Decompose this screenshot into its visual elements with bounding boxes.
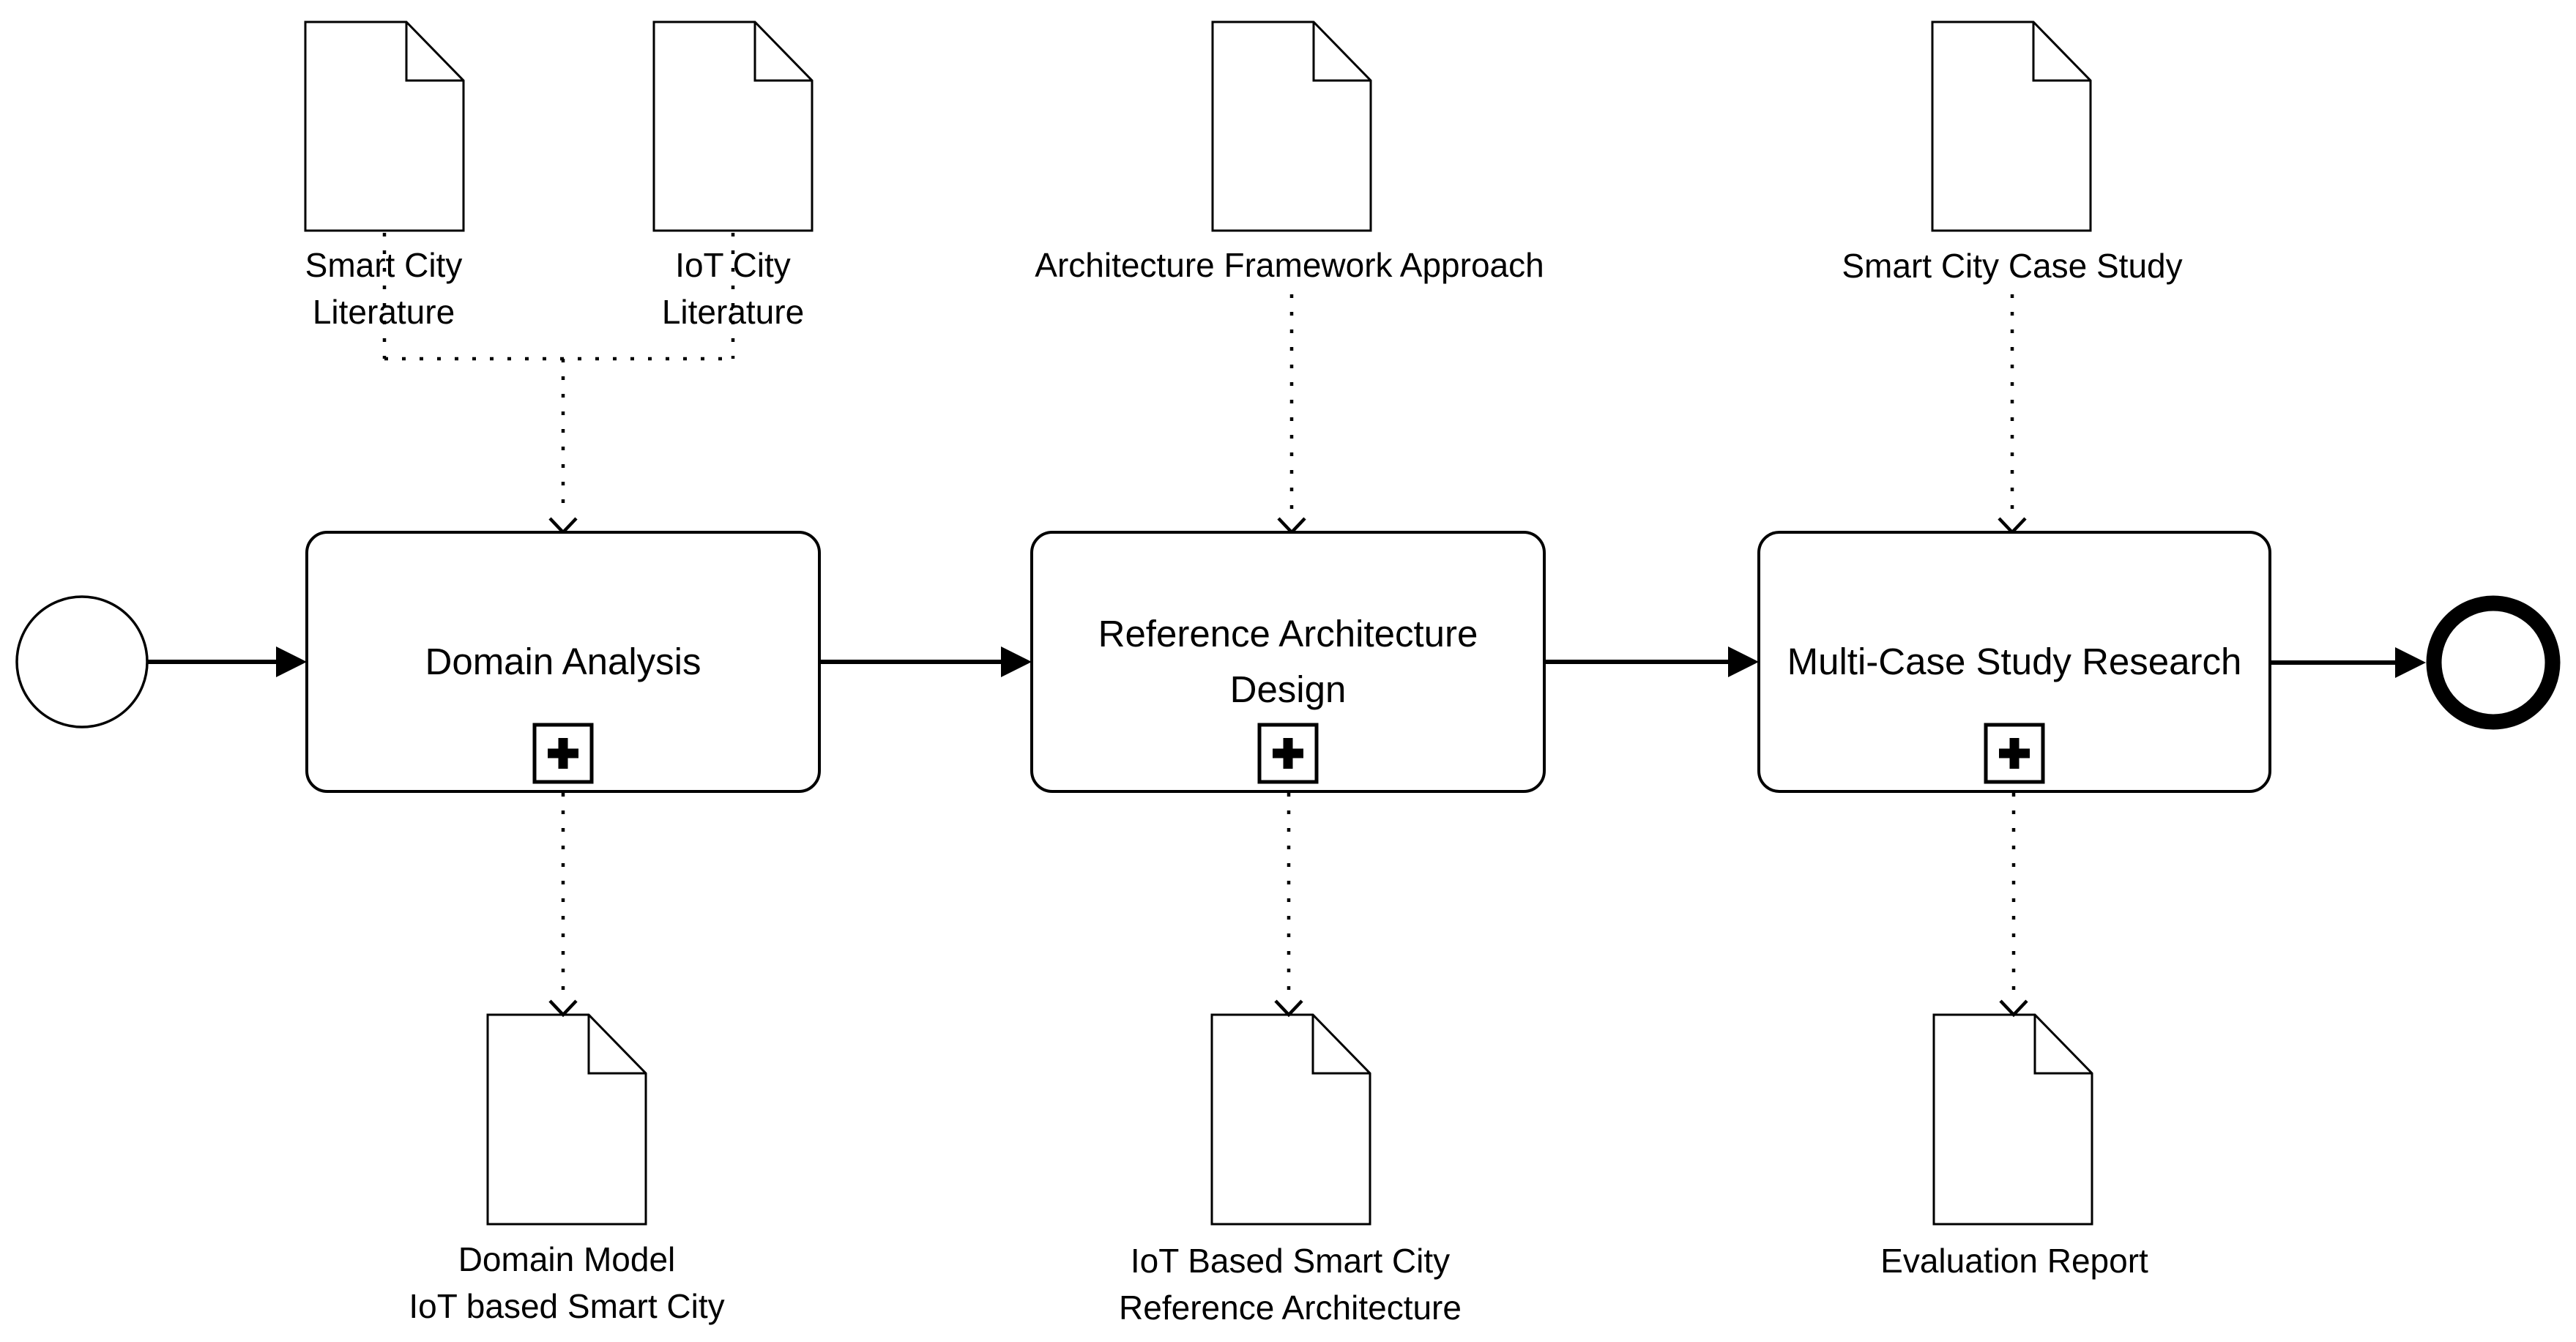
sequence-flow-task2-to-task3 [1544,646,1759,677]
data-object-label-iot-reference-architecture: IoT Based Smart City Reference Architect… [1119,1242,1462,1327]
task-domain-analysis[interactable] [305,531,821,793]
task-name: Domain Analysis [425,641,701,682]
task-name: Multi-Case Study Research [1787,641,2242,682]
subprocess-plus-icon[interactable] [1257,723,1319,784]
task-multi-case-study-research[interactable] [1757,531,2271,793]
data-object-label-evaluation-report: Evaluation Report [1880,1242,2148,1280]
data-object-icon[interactable] [652,20,814,232]
open-arrowhead-icon [1274,999,1303,1018]
sequence-flow-task1-to-task2 [819,646,1032,677]
data-object-label-domain-model: Domain Model IoT based Smart City [409,1240,725,1325]
open-arrowhead-icon [1277,517,1306,535]
task-name: Reference Architecture Design [1098,613,1478,710]
data-object-icon[interactable] [1931,20,2092,232]
data-object-label-iot-city-literature: IoT City Literature [661,246,805,331]
data-object-icon[interactable] [486,1013,647,1226]
data-object-icon[interactable] [304,20,465,232]
data-object-label-smart-city-case-study: Smart City Case Study [1842,247,2183,285]
open-arrowhead-icon [1999,999,2028,1018]
solid-arrowhead-icon [2395,647,2426,678]
solid-arrowhead-icon [1001,646,1032,677]
sequence-flow-task3-to-end [2270,647,2426,678]
open-arrowhead-icon [548,517,578,535]
data-object-icon[interactable] [1210,1013,1371,1226]
end-event[interactable] [2426,595,2561,730]
task-label-domain-analysis: Domain Analysis [307,532,819,791]
subprocess-plus-icon[interactable] [532,723,594,784]
task-label-reference-architecture-design: Reference Architecture Design [1032,532,1544,791]
data-association-smart-city-literature [382,233,735,515]
open-arrowhead-icon [548,999,578,1018]
sequence-flow-start-to-task1 [147,646,307,677]
task-label-multi-case-study-research: Multi-Case Study Research [1759,532,2270,791]
solid-arrowhead-icon [276,646,307,677]
data-object-icon[interactable] [1211,20,1372,232]
start-event[interactable] [15,595,149,728]
open-arrowhead-icon [1998,517,2027,535]
data-object-label-smart-city-literature: Smart City Literature [305,246,463,331]
task-reference-architecture-design[interactable] [1030,531,1546,793]
solid-arrowhead-icon [1728,646,1759,677]
subprocess-plus-icon[interactable] [1984,723,2045,784]
data-object-icon[interactable] [1932,1013,2093,1226]
data-object-label-architecture-framework-approach: Architecture Framework Approach [1035,246,1544,284]
